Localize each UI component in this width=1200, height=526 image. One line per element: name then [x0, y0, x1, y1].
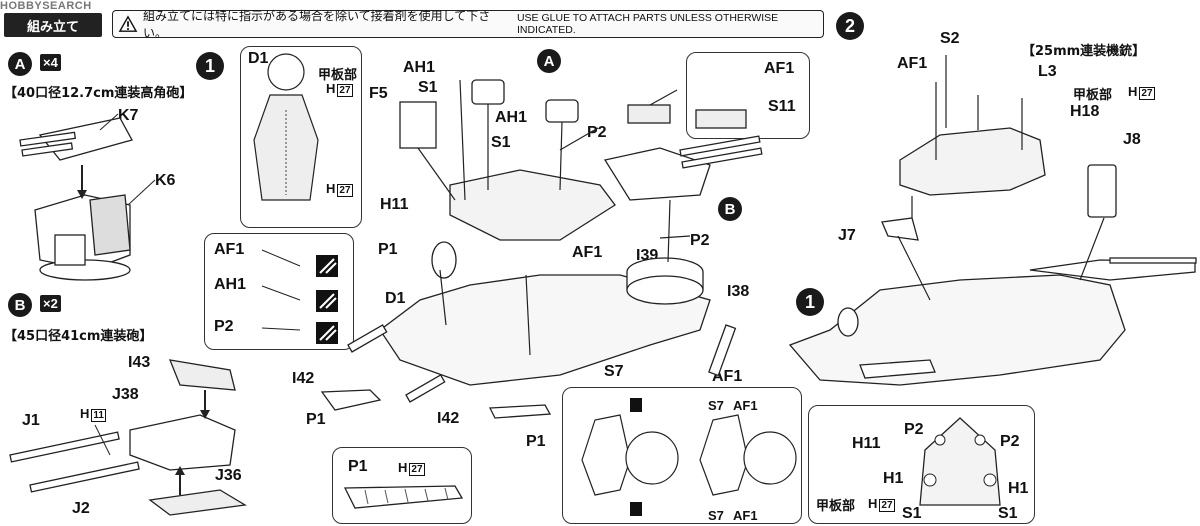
- sub-a-title: 【40口径12.7cm連装高角砲】: [4, 86, 193, 101]
- part-s1-mid: S1: [491, 134, 511, 151]
- glue-icon: [630, 502, 642, 516]
- step-2-badge: 2: [836, 12, 864, 40]
- part-p1-top: P1: [378, 241, 398, 258]
- d1-deck-drawing: [253, 53, 319, 201]
- sub-b-multiplier: ×2: [40, 295, 61, 312]
- detail-s7-bottom: S7: [708, 508, 724, 523]
- part-p2-right: P2: [690, 232, 710, 249]
- part-s7-bottom: S7: [604, 363, 624, 380]
- part-j38: J38: [112, 386, 139, 403]
- sub-a-multiplier: ×4: [40, 54, 61, 71]
- sub-b-title: 【45口径41cm連装砲】: [4, 329, 153, 344]
- step2-ref-1-badge: 1: [796, 288, 824, 316]
- glue-note-jp: 組み立てには特に指示がある場合を除いて接着剤を使用して下さい。: [143, 9, 491, 40]
- small-part-af1: AF1: [214, 241, 245, 258]
- step1-hull-drawing: [320, 79, 763, 419]
- detail2-p2-left: P2: [904, 421, 924, 438]
- part-j2: J2: [72, 500, 90, 517]
- glue-note-en: USE GLUE TO ATTACH PARTS UNLESS OTHERWIS…: [516, 12, 779, 36]
- part-i43: I43: [128, 354, 151, 371]
- p1-box-label: P1: [348, 458, 368, 475]
- part-s1-top: S1: [418, 79, 438, 96]
- step2-title: 【25mm連装機銃】: [1022, 44, 1146, 59]
- detail2-s1-left: S1: [902, 505, 922, 522]
- part-j7: J7: [838, 227, 856, 244]
- sub-a-drawing: [19, 113, 156, 281]
- part-i42-bottom: I42: [437, 410, 460, 427]
- part-h11: H11: [380, 196, 409, 213]
- detail-s7-top: S7: [708, 398, 724, 413]
- part-ah1-top: AH1: [403, 59, 436, 76]
- detail2-deck: 甲板部: [816, 499, 856, 514]
- part-af1-step2: AF1: [897, 55, 928, 72]
- part-l3: L3: [1038, 63, 1057, 80]
- part-s2: S2: [940, 30, 960, 47]
- glue-icon: [630, 398, 642, 412]
- section-title: 組み立て: [26, 19, 79, 35]
- step2-detail-drawing: [919, 417, 1001, 506]
- part-p1-bottom: P1: [526, 433, 546, 450]
- d1-box-label: D1: [248, 50, 269, 67]
- af1-box-label: AF1: [764, 60, 795, 77]
- part-j8: J8: [1123, 131, 1141, 148]
- detail2-h11: H11: [852, 435, 881, 452]
- part-k7: K7: [118, 107, 139, 124]
- watermark-logo: HOBBYSEARCH: [0, 0, 92, 12]
- turret-b-badge: B: [718, 197, 742, 221]
- warning-icon: [118, 15, 138, 32]
- watermark-text: HOBBYSEARCH: [0, 0, 92, 12]
- d1-box-deck: 甲板部: [318, 68, 358, 83]
- part-i38: I38: [727, 283, 750, 300]
- part-j36: J36: [215, 467, 242, 484]
- part-af1-mid: AF1: [572, 244, 603, 261]
- small-part-p2: P2: [214, 318, 234, 335]
- small-part-ah1: AH1: [214, 276, 247, 293]
- glue-note: 組み立てには特に指示がある場合を除いて接着剤を使用して下さい。 USE GLUE…: [112, 9, 824, 40]
- detail2-h1-left: H1: [883, 470, 904, 487]
- part-i42-left: I42: [292, 370, 315, 387]
- step2-deck: 甲板部: [1073, 88, 1113, 103]
- section-title-tab: 組み立て: [4, 13, 102, 37]
- part-f5: F5: [369, 85, 388, 102]
- part-d1: D1: [385, 290, 406, 307]
- detail-af1-top: AF1: [733, 398, 758, 413]
- part-p2-top: P2: [587, 124, 607, 141]
- turret-a-badge: A: [537, 49, 561, 73]
- small-parts-drawing: [261, 249, 338, 344]
- detail2-h1-right: H1: [1008, 480, 1029, 497]
- part-k6: K6: [155, 172, 176, 189]
- part-j1: J1: [22, 412, 40, 429]
- s11-box-label: S11: [768, 98, 796, 115]
- step-1-badge: 1: [196, 52, 224, 80]
- part-p1-left: P1: [306, 411, 326, 428]
- sub-b-badge: B: [8, 293, 32, 317]
- step1-detail-drawing: [581, 398, 797, 516]
- p1-boat-drawing: [343, 485, 464, 509]
- sub-a-badge: A: [8, 52, 32, 76]
- detail2-s1-right: S1: [998, 505, 1018, 522]
- part-h18: H18: [1070, 103, 1100, 120]
- detail2-p2-right: P2: [1000, 433, 1020, 450]
- detail-af1-bottom: AF1: [733, 508, 758, 523]
- part-ah1-mid: AH1: [495, 109, 528, 126]
- sub-b-drawing: [9, 359, 247, 516]
